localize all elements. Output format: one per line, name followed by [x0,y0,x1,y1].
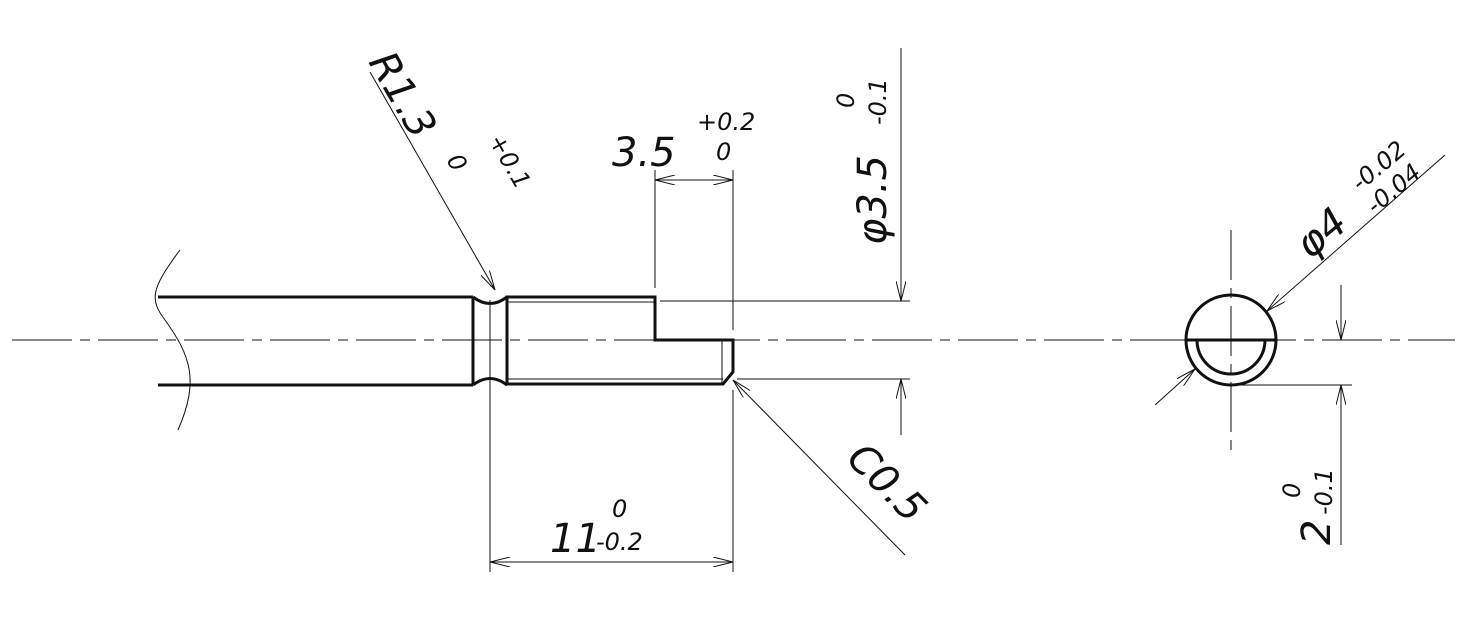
chamfer-dim-value: C0.5 [838,435,935,532]
slot-dia-dim-lower: -0.1 [864,78,892,125]
slot-dia-dim-upper: 0 [832,93,860,108]
slot-length-dim-upper: +0.2 [697,108,755,136]
slot-length-dim-value: 3.5 [612,130,676,176]
radius-dim-lower: 0 [441,149,473,176]
flat-dim-value: 2 [1294,520,1340,545]
flat-dim-upper: 0 [1278,483,1306,498]
length-dim-value: 11 [550,516,601,562]
length-dim-upper: 0 [612,495,627,523]
flat-dim-lower: -0.1 [1310,468,1338,515]
radius-dim-value: R1.3 [359,44,445,146]
shaft-dia-dim-value: φ4 [1287,199,1356,268]
slot-dia-dim-value: φ3.5 [850,155,896,245]
break-line [154,249,191,431]
shaft-side-view [154,249,735,431]
length-dim-lower: -0.2 [596,528,643,556]
radius-dim-upper: +0.1 [483,129,536,193]
slot-length-dim-lower: 0 [716,138,731,166]
shaft-end-view [1184,293,1278,387]
